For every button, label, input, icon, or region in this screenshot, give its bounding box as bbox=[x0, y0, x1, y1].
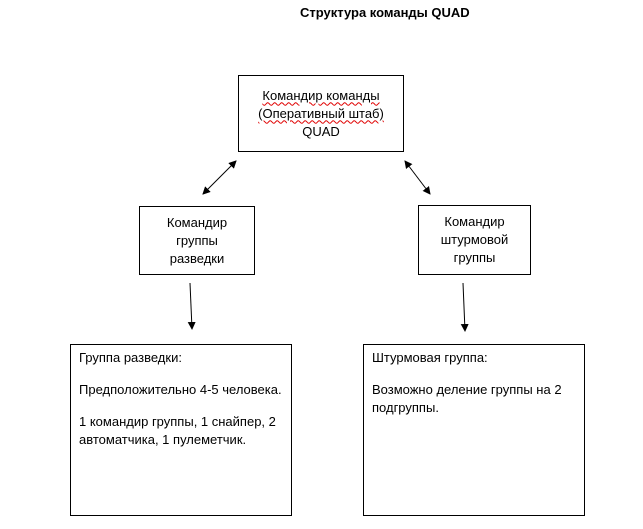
arrow-recon-commander-to-recon-group bbox=[187, 282, 196, 330]
assault-group-box: Штурмовая группа: Возможно деление групп… bbox=[363, 344, 585, 516]
assault-commander-line-1: Командир bbox=[444, 214, 505, 229]
recon-commander-box: Командир группы разведки bbox=[139, 206, 255, 275]
hq-line-3: QUAD bbox=[302, 123, 340, 139]
assault-commander-line-2: штурмовой bbox=[440, 232, 509, 247]
recon-group-composition: 1 командир группы, 1 снайпер, 2 автоматч… bbox=[79, 414, 276, 447]
recon-commander-line-2: группы bbox=[176, 232, 218, 248]
recon-group-heading: Группа разведки: bbox=[79, 350, 182, 365]
arrow-hq-to-assault-commander bbox=[404, 160, 431, 195]
recon-commander-line-3: разведки bbox=[169, 250, 225, 266]
hq-line-1: Командир команды bbox=[262, 87, 380, 103]
arrow-hq-to-recon-commander bbox=[202, 160, 237, 195]
assault-group-heading: Штурмовая группа: bbox=[372, 350, 488, 365]
recon-group-box: Группа разведки: Предположительно 4-5 че… bbox=[70, 344, 292, 516]
assault-commander-line-3: группы bbox=[453, 250, 496, 265]
hq-line-2: (Оперативный штаб) bbox=[258, 105, 384, 121]
team-commander-box: Командир команды (Оперативный штаб) QUAD bbox=[238, 75, 404, 152]
recon-group-size: Предположительно 4-5 человека. bbox=[79, 382, 282, 397]
arrow-assault-commander-to-assault-group bbox=[460, 282, 469, 332]
recon-commander-line-1: Командир bbox=[166, 214, 228, 230]
diagram-title: Структура команды QUAD bbox=[300, 5, 470, 20]
assault-commander-box: Командир штурмовой группы bbox=[418, 205, 531, 275]
assault-group-division: Возможно деление группы на 2 подгруппы. bbox=[372, 382, 562, 415]
